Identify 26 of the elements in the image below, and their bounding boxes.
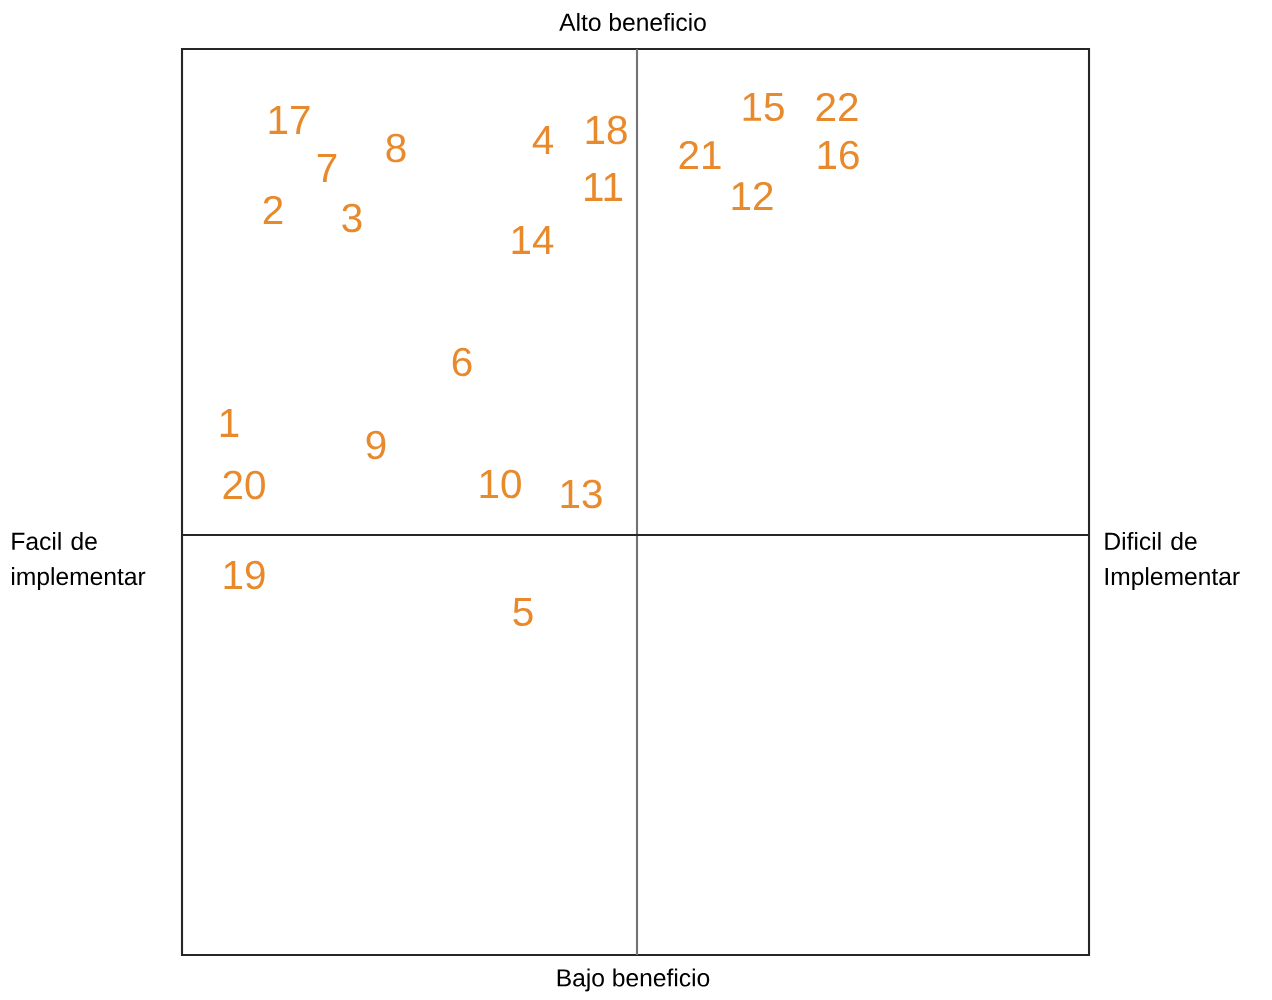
point-number: 13 — [561, 479, 602, 509]
axis-label: Facil de implementar — [12, 531, 146, 591]
point-number: 11 — [585, 173, 622, 201]
point-number: 18 — [586, 115, 627, 145]
point-number: 1 — [220, 409, 239, 437]
point-number: 19 — [224, 560, 265, 590]
point-number: 17 — [269, 106, 310, 134]
point-number: 15 — [743, 92, 784, 122]
point-number: 20 — [223, 470, 265, 500]
point-number: 12 — [732, 181, 773, 211]
axis-label: Alto beneficio — [559, 12, 706, 32]
point-number: 3 — [342, 203, 362, 233]
point-number: 8 — [386, 133, 406, 163]
point-number: 9 — [366, 430, 386, 460]
point-number: 22 — [816, 92, 858, 122]
point-number: 21 — [679, 140, 721, 170]
point-number: 4 — [532, 126, 554, 154]
axis-label: Bajo beneficio — [557, 968, 710, 992]
point-number: 2 — [263, 195, 283, 225]
axis-label: Dificil de Implementar — [1105, 531, 1240, 591]
point-number: 5 — [513, 597, 533, 627]
point-number: 7 — [317, 154, 337, 182]
point-number: 6 — [452, 347, 472, 377]
point-number: 10 — [480, 469, 521, 499]
point-number: 14 — [512, 226, 554, 254]
point-number: 16 — [818, 140, 859, 170]
